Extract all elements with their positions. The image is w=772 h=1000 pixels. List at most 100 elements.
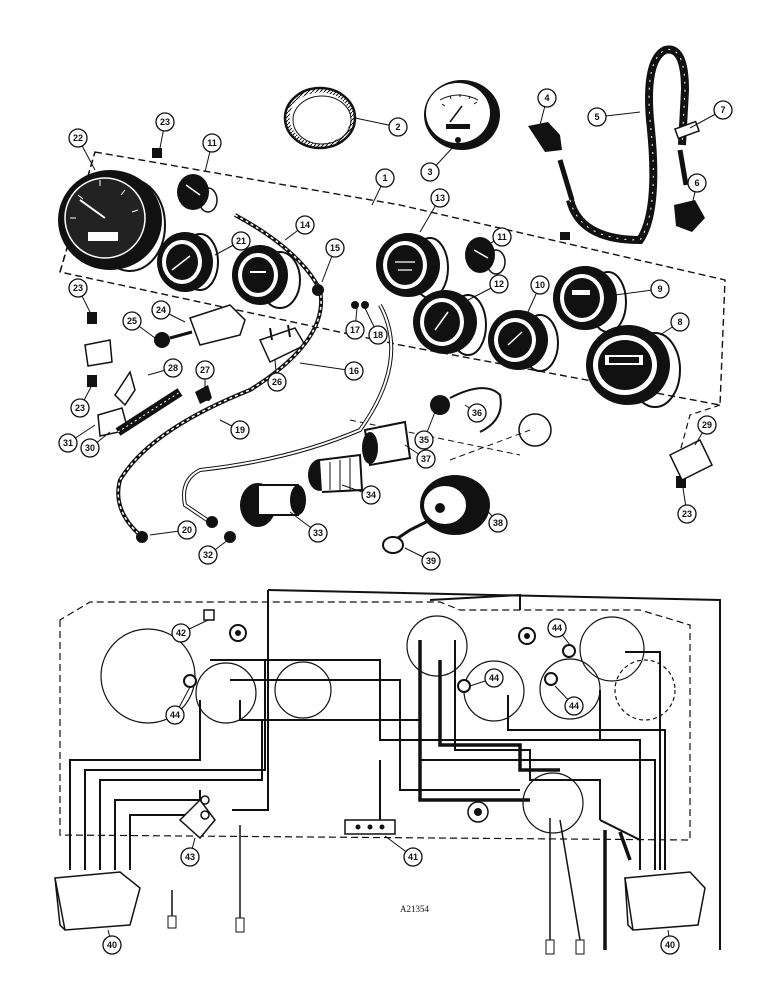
callout-circle: [58, 433, 78, 453]
callout-25: 25: [122, 311, 142, 331]
callout-circle: [325, 238, 345, 258]
callout-circle: [163, 358, 183, 378]
callout-14: 14: [295, 215, 315, 235]
fuel-gauge: [157, 232, 219, 292]
callout-41: 41: [403, 847, 423, 867]
callout-18: 18: [368, 325, 388, 345]
callout-number: 28: [168, 363, 178, 373]
callout-number: 11: [207, 138, 217, 148]
callout-number: 7: [720, 105, 725, 115]
callout-circle: [375, 168, 395, 188]
callout-27: 27: [195, 360, 215, 380]
callout-circle: [650, 279, 670, 299]
ammeter-gauge: [232, 245, 301, 309]
callout-circle: [295, 215, 315, 235]
callout-44: 44: [547, 618, 567, 638]
callout-22: 22: [68, 128, 88, 148]
callout-circle: [687, 173, 707, 193]
switch-and-terminal-parts: [84, 304, 713, 482]
callout-number: 44: [552, 623, 562, 633]
indicator-light-left: [177, 174, 218, 213]
callout-circle: [230, 420, 250, 440]
callout-number: 40: [665, 940, 675, 950]
callout-circle: [231, 231, 251, 251]
callout-number: 5: [594, 112, 599, 122]
callout-number: 15: [330, 243, 340, 253]
callout-11: 11: [202, 133, 222, 153]
callout-number: 31: [63, 438, 73, 448]
callout-5: 5: [587, 107, 607, 127]
oil-pressure-gauge: [376, 233, 449, 299]
callout-number: 40: [107, 940, 117, 950]
callout-number: 23: [73, 283, 83, 293]
callout-13: 13: [430, 188, 450, 208]
callout-number: 18: [373, 330, 383, 340]
callout-24: 24: [151, 300, 171, 320]
oil-line-assembly: [528, 45, 705, 245]
callout-number: 37: [421, 454, 431, 464]
temperature-gauge: [413, 290, 487, 356]
callout-number: 2: [395, 122, 400, 132]
callout-circle: [267, 372, 287, 392]
callout-number: 36: [472, 408, 482, 418]
callout-circle: [492, 227, 512, 247]
callout-17: 17: [345, 320, 365, 340]
callout-38: 38: [488, 513, 508, 533]
callout-circle: [564, 696, 584, 716]
callout-4: 4: [537, 88, 557, 108]
lighter-and-switch-components: [240, 387, 552, 554]
callout-number: 39: [426, 556, 436, 566]
callout-44: 44: [564, 696, 584, 716]
callout-number: 38: [493, 518, 503, 528]
callout-circle: [122, 311, 142, 331]
wiring-diagram: [54, 589, 721, 955]
callout-6: 6: [687, 173, 707, 193]
callout-30: 30: [80, 438, 100, 458]
callout-circle: [489, 274, 509, 294]
callout-number: 29: [702, 420, 712, 430]
callout-circle: [388, 117, 408, 137]
callout-number: 8: [677, 317, 682, 327]
callout-circle: [484, 668, 504, 688]
speedometer-gauge: [58, 170, 166, 272]
callout-7: 7: [713, 100, 733, 120]
callout-circle: [414, 430, 434, 450]
callout-number: 44: [489, 673, 499, 683]
callout-32: 32: [198, 545, 218, 565]
callout-number: 32: [203, 550, 213, 560]
figure-code: A21354: [400, 904, 429, 914]
callout-23: 23: [68, 278, 88, 298]
callout-37: 37: [416, 449, 436, 469]
callout-33: 33: [308, 523, 328, 543]
callout-2: 2: [388, 117, 408, 137]
callout-circle: [416, 449, 436, 469]
callout-8: 8: [670, 312, 690, 332]
callout-number: 22: [73, 133, 83, 143]
callout-circle: [368, 325, 388, 345]
callout-circle: [151, 300, 171, 320]
callout-circle: [345, 320, 365, 340]
callout-circle: [361, 485, 381, 505]
callout-number: 41: [408, 852, 418, 862]
indicator-light-right: [465, 237, 506, 275]
callout-circle: [177, 520, 197, 540]
callout-circle: [198, 545, 218, 565]
callout-36: 36: [467, 403, 487, 423]
callout-circle: [660, 935, 680, 955]
callout-circle: [713, 100, 733, 120]
callout-circle: [677, 504, 697, 524]
callout-40: 40: [660, 935, 680, 955]
callout-28: 28: [163, 358, 183, 378]
callout-3: 3: [420, 162, 440, 182]
callout-circle: [68, 128, 88, 148]
callout-number: 27: [200, 365, 210, 375]
callout-number: 33: [313, 528, 323, 538]
callout-circle: [430, 188, 450, 208]
callout-23: 23: [155, 112, 175, 132]
callout-circle: [80, 438, 100, 458]
callout-circle: [670, 312, 690, 332]
callout-circle: [68, 278, 88, 298]
callout-circle: [420, 162, 440, 182]
